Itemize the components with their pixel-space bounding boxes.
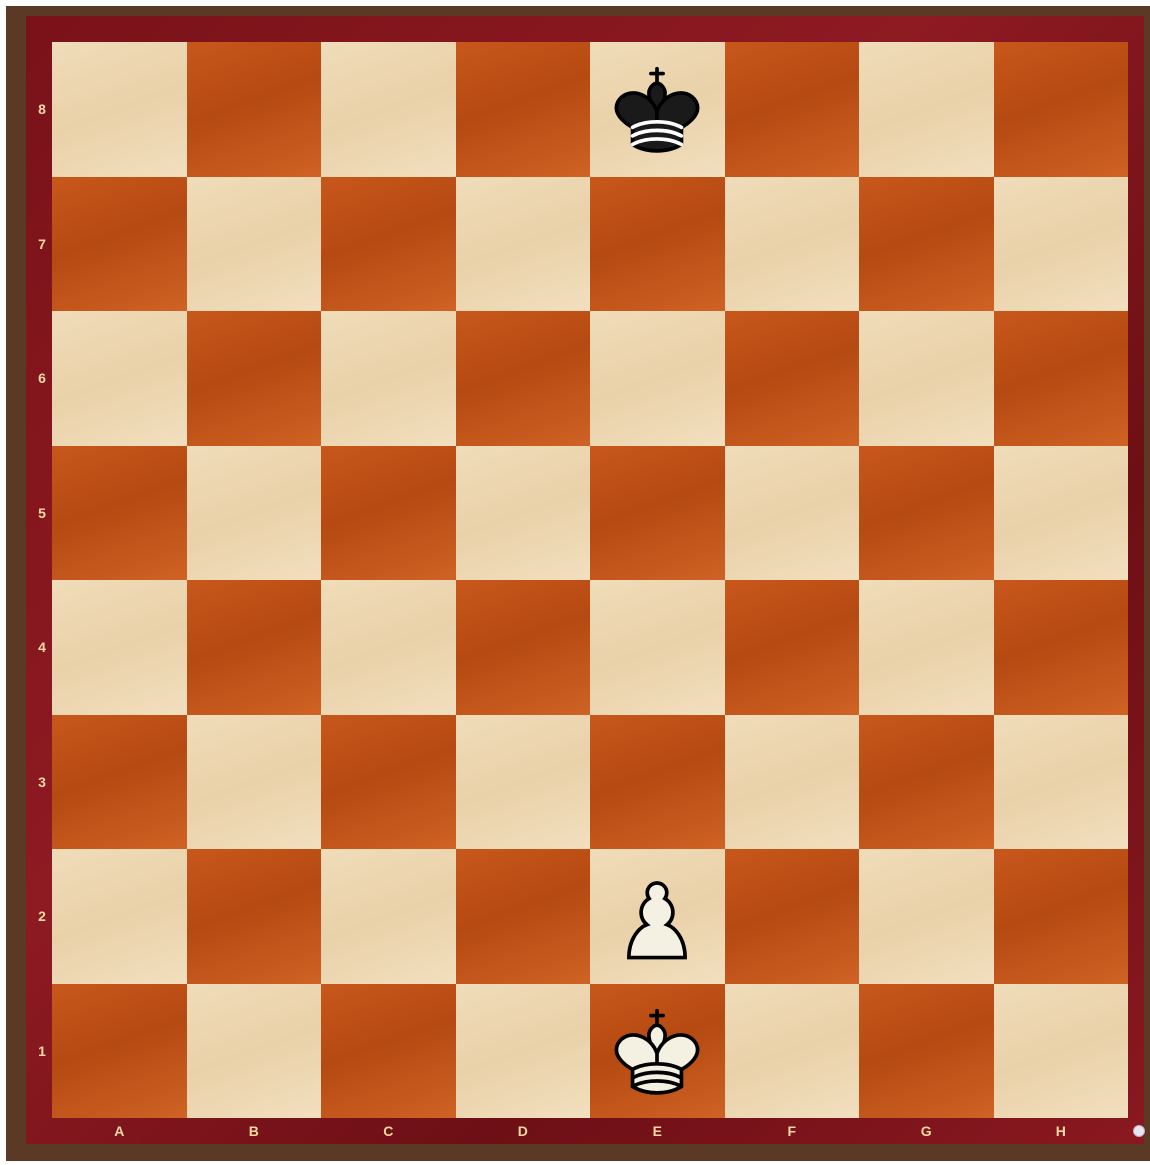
square-f6[interactable] (725, 311, 860, 446)
white-pawn-icon[interactable] (602, 861, 712, 971)
square-c5[interactable] (321, 446, 456, 581)
square-b1[interactable] (187, 984, 322, 1119)
square-h8[interactable] (994, 42, 1129, 177)
chess-board[interactable] (52, 42, 1128, 1118)
rank-label-3: 3 (36, 774, 48, 790)
square-e8[interactable] (590, 42, 725, 177)
square-b3[interactable] (187, 715, 322, 850)
square-b4[interactable] (187, 580, 322, 715)
rank-label-6: 6 (36, 370, 48, 386)
rank-label-4: 4 (36, 639, 48, 655)
square-f7[interactable] (725, 177, 860, 312)
square-g7[interactable] (859, 177, 994, 312)
square-a1[interactable] (52, 984, 187, 1119)
square-h1[interactable] (994, 984, 1129, 1119)
square-d5[interactable] (456, 446, 591, 581)
square-e1[interactable] (590, 984, 725, 1119)
square-a4[interactable] (52, 580, 187, 715)
square-f4[interactable] (725, 580, 860, 715)
square-g5[interactable] (859, 446, 994, 581)
square-a7[interactable] (52, 177, 187, 312)
file-label-a: A (104, 1123, 134, 1139)
square-h5[interactable] (994, 446, 1129, 581)
file-label-h: H (1046, 1123, 1076, 1139)
square-c1[interactable] (321, 984, 456, 1119)
rank-label-1: 1 (36, 1043, 48, 1059)
square-h7[interactable] (994, 177, 1129, 312)
square-b5[interactable] (187, 446, 322, 581)
square-c7[interactable] (321, 177, 456, 312)
square-a5[interactable] (52, 446, 187, 581)
square-a8[interactable] (52, 42, 187, 177)
square-c3[interactable] (321, 715, 456, 850)
square-c4[interactable] (321, 580, 456, 715)
square-f5[interactable] (725, 446, 860, 581)
square-e2[interactable] (590, 849, 725, 984)
rank-label-7: 7 (36, 236, 48, 252)
board-settings-dot[interactable] (1133, 1125, 1145, 1137)
square-c6[interactable] (321, 311, 456, 446)
file-label-d: D (508, 1123, 538, 1139)
rank-label-8: 8 (36, 101, 48, 117)
square-f3[interactable] (725, 715, 860, 850)
file-label-b: B (239, 1123, 269, 1139)
square-c2[interactable] (321, 849, 456, 984)
square-d1[interactable] (456, 984, 591, 1119)
square-f8[interactable] (725, 42, 860, 177)
square-h2[interactable] (994, 849, 1129, 984)
square-g3[interactable] (859, 715, 994, 850)
white-king-icon[interactable] (602, 996, 712, 1106)
square-b2[interactable] (187, 849, 322, 984)
square-g4[interactable] (859, 580, 994, 715)
square-e3[interactable] (590, 715, 725, 850)
square-e4[interactable] (590, 580, 725, 715)
square-h3[interactable] (994, 715, 1129, 850)
black-king-icon[interactable] (602, 54, 712, 164)
square-b7[interactable] (187, 177, 322, 312)
file-label-g: G (911, 1123, 941, 1139)
square-d3[interactable] (456, 715, 591, 850)
square-c8[interactable] (321, 42, 456, 177)
square-d2[interactable] (456, 849, 591, 984)
square-b6[interactable] (187, 311, 322, 446)
square-d6[interactable] (456, 311, 591, 446)
rank-label-5: 5 (36, 505, 48, 521)
square-d8[interactable] (456, 42, 591, 177)
square-d4[interactable] (456, 580, 591, 715)
square-g2[interactable] (859, 849, 994, 984)
square-g8[interactable] (859, 42, 994, 177)
square-d7[interactable] (456, 177, 591, 312)
square-a3[interactable] (52, 715, 187, 850)
square-g1[interactable] (859, 984, 994, 1119)
square-f1[interactable] (725, 984, 860, 1119)
square-a2[interactable] (52, 849, 187, 984)
rank-label-2: 2 (36, 908, 48, 924)
square-f2[interactable] (725, 849, 860, 984)
square-e7[interactable] (590, 177, 725, 312)
square-g6[interactable] (859, 311, 994, 446)
square-e5[interactable] (590, 446, 725, 581)
file-label-e: E (642, 1123, 672, 1139)
square-b8[interactable] (187, 42, 322, 177)
square-e6[interactable] (590, 311, 725, 446)
file-label-f: F (777, 1123, 807, 1139)
square-a6[interactable] (52, 311, 187, 446)
file-label-c: C (373, 1123, 403, 1139)
square-h6[interactable] (994, 311, 1129, 446)
square-h4[interactable] (994, 580, 1129, 715)
